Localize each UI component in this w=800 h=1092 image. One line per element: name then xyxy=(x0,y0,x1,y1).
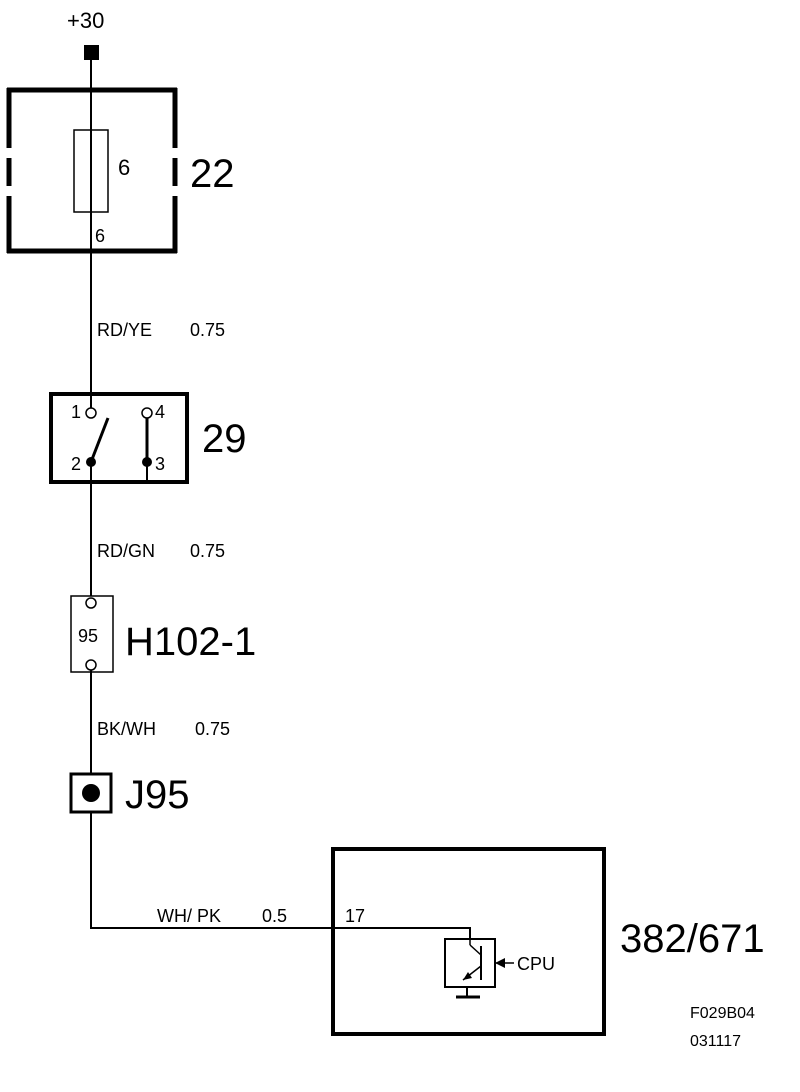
cpu-label: CPU xyxy=(517,954,555,974)
wire3-size: 0.75 xyxy=(195,719,230,739)
fuse-number: 6 xyxy=(118,155,130,180)
switch-29-box xyxy=(49,392,189,484)
switch-pin-4-label: 4 xyxy=(155,402,165,422)
cpu-arrow xyxy=(495,958,505,968)
wire3-color: BK/WH xyxy=(97,719,156,739)
wire1-color: RD/YE xyxy=(97,320,152,340)
module-id: 382/671 xyxy=(620,917,765,961)
switch-id: 29 xyxy=(202,417,247,461)
splice-dot xyxy=(82,784,100,802)
switch-pin-2-label: 2 xyxy=(71,454,81,474)
switch-pin-3-label: 3 xyxy=(155,454,165,474)
fusebox-id: 22 xyxy=(190,152,235,196)
footer-code: F029B04 xyxy=(690,1005,755,1022)
wire4-size: 0.5 xyxy=(262,906,287,926)
transistor-arrow xyxy=(463,972,472,980)
supply-label: +30 xyxy=(67,8,104,33)
switch-contact-open xyxy=(89,417,110,463)
module-pin: 17 xyxy=(345,906,365,926)
connector-pin-top xyxy=(85,597,97,609)
module-transistor-box xyxy=(444,938,496,988)
connector-pin-number: 95 xyxy=(78,626,98,646)
supply-terminal xyxy=(84,45,99,60)
fusebox-22 xyxy=(6,87,178,254)
wire1-size: 0.75 xyxy=(190,320,225,340)
fusebox-pin: 6 xyxy=(95,226,105,246)
wire-splice-to-module xyxy=(90,812,471,939)
switch-pin-1-label: 1 xyxy=(71,402,81,422)
transistor-collector xyxy=(469,944,482,956)
switch-pin-1 xyxy=(85,407,97,419)
module-382-671 xyxy=(331,847,606,1036)
connector-id: H102-1 xyxy=(125,620,256,664)
footer-date: 031117 xyxy=(690,1033,741,1050)
splice-id: J95 xyxy=(125,773,190,817)
switch-pin-4 xyxy=(141,407,153,419)
wire4-color: WH/ PK xyxy=(157,906,221,926)
connector-pin-bottom xyxy=(85,659,97,671)
wire2-size: 0.75 xyxy=(190,541,225,561)
wire2-color: RD/GN xyxy=(97,541,155,561)
